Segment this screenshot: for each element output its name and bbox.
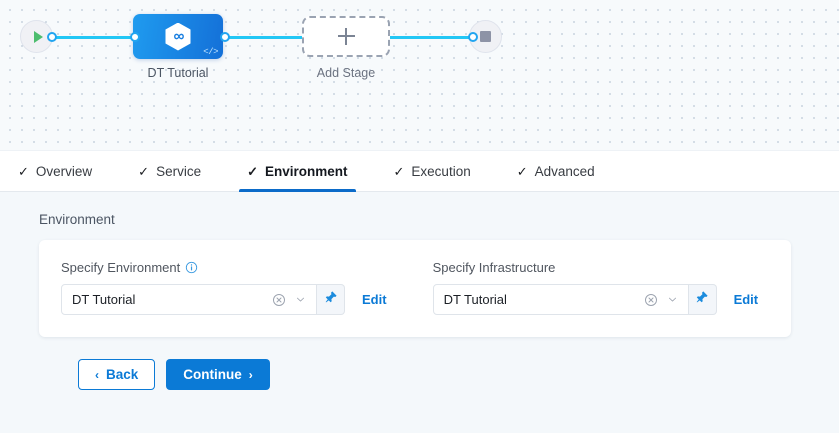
plus-icon	[337, 28, 355, 45]
specify-infrastructure-group: Specify Infrastructure DT Tutorial	[432, 260, 759, 315]
section-title: Environment	[39, 212, 115, 227]
tab-advanced[interactable]: ✓ Advanced	[517, 151, 617, 191]
edge-add-to-end	[386, 36, 476, 39]
hexagon-link-icon	[165, 22, 191, 51]
clear-circle-icon[interactable]	[644, 293, 658, 307]
environment-select-wrap: DT Tutorial	[61, 284, 345, 315]
infrastructure-select-wrap: DT Tutorial	[432, 284, 717, 315]
clear-circle-icon[interactable]	[272, 293, 286, 307]
tab-label: Advanced	[534, 163, 595, 179]
chevron-down-icon[interactable]	[666, 293, 679, 306]
specify-infrastructure-row: DT Tutorial	[432, 284, 759, 315]
chevron-right-icon: ›	[248, 367, 253, 382]
check-icon: ✓	[247, 163, 258, 179]
stage-tab-bar: ✓ Overview ✓ Service ✓ Environment ✓ Exe…	[0, 151, 839, 192]
tab-label: Overview	[35, 163, 93, 179]
connector-dot-stage-in[interactable]	[130, 32, 140, 42]
edge-stage-to-add	[226, 36, 306, 39]
environment-select-value: DT Tutorial	[72, 292, 136, 307]
stop-icon	[480, 31, 491, 42]
connector-dot-start-out[interactable]	[47, 32, 57, 42]
tab-execution[interactable]: ✓ Execution	[394, 151, 493, 191]
continue-button-label: Continue	[183, 367, 242, 382]
pipeline-stage-node-dt-tutorial[interactable]: </>	[133, 14, 223, 59]
edge-start-to-stage	[44, 36, 136, 39]
infrastructure-select[interactable]: DT Tutorial	[432, 284, 689, 315]
pin-icon	[324, 290, 338, 309]
back-button-label: Back	[106, 367, 139, 382]
chevron-left-icon: ‹	[95, 367, 99, 382]
continue-button[interactable]: Continue ›	[166, 359, 270, 390]
check-icon: ✓	[516, 163, 528, 179]
tab-label: Service	[156, 163, 202, 179]
check-icon: ✓	[393, 163, 405, 179]
environment-select[interactable]: DT Tutorial	[61, 284, 317, 315]
infrastructure-select-value: DT Tutorial	[443, 292, 507, 307]
tab-label: Environment	[265, 163, 348, 179]
add-stage-node[interactable]	[302, 16, 390, 57]
field-label-text: Specify Environment	[61, 260, 181, 275]
specify-environment-row: DT Tutorial	[61, 284, 387, 315]
tab-service[interactable]: ✓ Service	[138, 151, 223, 191]
field-label-text: Specify Infrastructure	[432, 260, 556, 275]
tab-label: Execution	[411, 163, 471, 179]
check-icon: ✓	[18, 163, 29, 179]
pin-icon	[695, 290, 709, 309]
check-icon: ✓	[138, 163, 150, 179]
specify-environment-group: Specify Environment DT Tutorial	[61, 260, 387, 315]
environment-edit-link[interactable]: Edit	[362, 292, 387, 307]
connector-dot-end-in[interactable]	[468, 32, 478, 42]
play-icon	[33, 30, 43, 43]
tab-overview[interactable]: ✓ Overview	[18, 151, 114, 191]
specify-environment-label: Specify Environment	[61, 260, 387, 275]
infrastructure-edit-link[interactable]: Edit	[733, 292, 759, 307]
environment-card: Specify Environment DT Tutorial	[39, 240, 791, 337]
tab-environment[interactable]: ✓ Environment	[239, 151, 369, 192]
environment-pin-button[interactable]	[317, 284, 345, 315]
stage-label: DT Tutorial	[147, 66, 209, 80]
connector-dot-stage-out[interactable]	[220, 32, 230, 42]
infrastructure-pin-button[interactable]	[688, 284, 717, 315]
chevron-down-icon[interactable]	[294, 293, 307, 306]
add-stage-label: Add Stage	[316, 66, 376, 80]
code-icon: </>	[203, 47, 218, 57]
environment-tab-content: Environment Specify Environment	[0, 192, 839, 433]
info-icon[interactable]	[185, 261, 198, 274]
wizard-footer: ‹ Back Continue ›	[39, 337, 839, 390]
back-button[interactable]: ‹ Back	[78, 359, 156, 390]
specify-infrastructure-label: Specify Infrastructure	[433, 260, 759, 275]
pipeline-canvas[interactable]: </> DT Tutorial Add Stage	[0, 0, 839, 151]
